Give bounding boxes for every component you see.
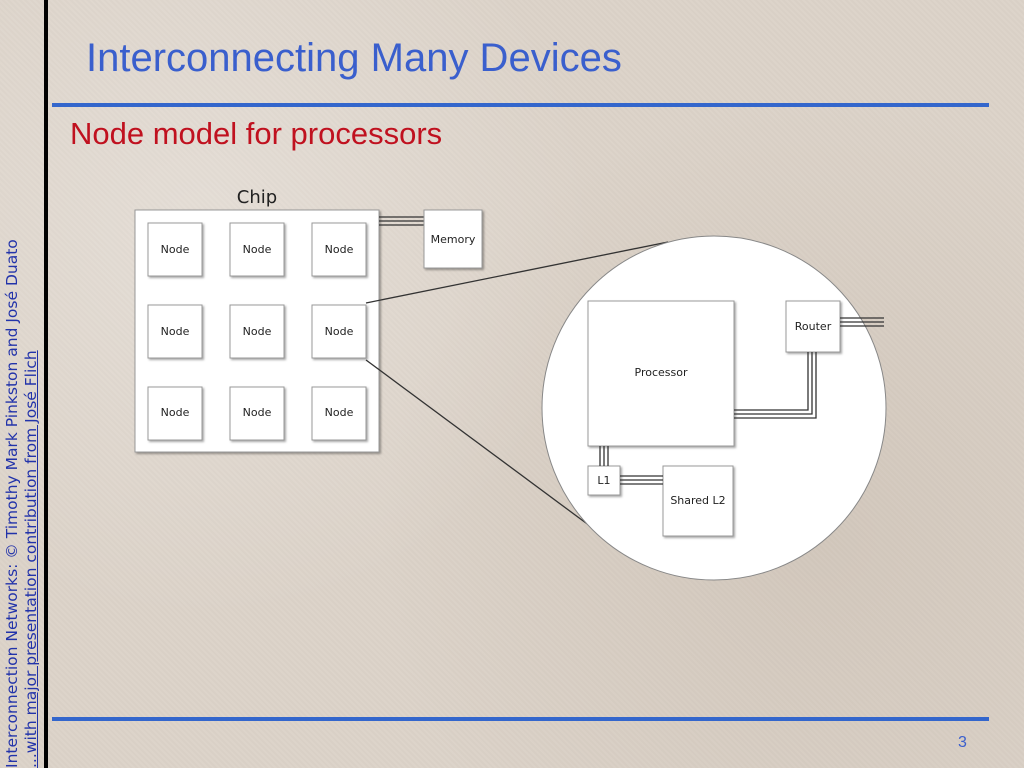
chip-node-label: Node: [161, 406, 190, 419]
memory-box: [423, 209, 483, 269]
chip-node: Node: [147, 386, 203, 441]
chip-node-label: Node: [161, 325, 190, 338]
chip-node: Node: [147, 304, 203, 359]
chip-node: Node: [311, 222, 367, 277]
router-label: Router: [795, 320, 832, 333]
processor-router-link: [734, 352, 817, 419]
page-number: 3: [958, 734, 967, 751]
node-grid: Node Node Node Node Node Node Node Node: [147, 222, 367, 441]
left-vertical-bar: [44, 0, 48, 768]
chip-label: Chip: [237, 187, 277, 208]
zoom-line-top: [365, 241, 669, 304]
processor-l1-link: [599, 446, 609, 466]
chip-node-label: Node: [325, 243, 354, 256]
title-rule: [52, 103, 989, 107]
l1-l2-link: [620, 475, 663, 485]
zoom-line-bottom: [365, 359, 591, 527]
chip-node-label: Node: [325, 325, 354, 338]
slide-subtitle: Node model for processors: [70, 116, 443, 151]
chip-node: Node: [311, 386, 367, 441]
chip-node-highlighted: Node: [311, 304, 367, 359]
processor-box: [587, 300, 735, 447]
memory-label: Memory: [431, 233, 476, 246]
l1-label: L1: [597, 474, 610, 487]
chip-node: Node: [229, 304, 285, 359]
chip-node: Node: [147, 222, 203, 277]
processor-label: Processor: [635, 366, 688, 379]
l1-cache-box: [587, 465, 621, 496]
chip-node: Node: [229, 222, 285, 277]
chip-node-label: Node: [325, 406, 354, 419]
chip-node-label: Node: [243, 243, 272, 256]
chip-node-label: Node: [243, 325, 272, 338]
shared-l2-label: Shared L2: [670, 494, 725, 507]
router-external-link: [840, 317, 884, 327]
footer-rule: [52, 717, 989, 721]
router-box: [785, 300, 841, 353]
shared-l2-box: [662, 465, 734, 537]
chip-memory-link: [379, 216, 424, 226]
chip-node-label: Node: [161, 243, 190, 256]
chip-node-label: Node: [243, 406, 272, 419]
slide-title: Interconnecting Many Devices: [86, 36, 622, 80]
chip-node: Node: [229, 386, 285, 441]
